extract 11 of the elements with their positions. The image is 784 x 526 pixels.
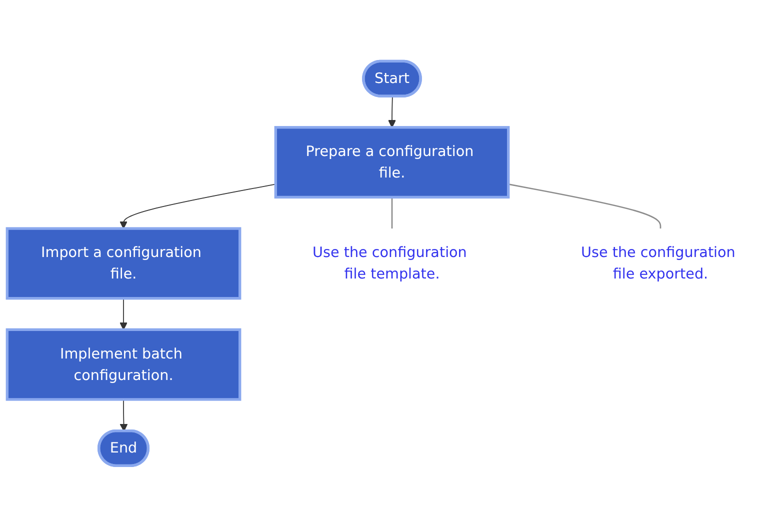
node-text: Use the configuration file template.	[312, 243, 467, 282]
arrow	[120, 398, 128, 432]
node-text: Use the configuration file exported.	[581, 243, 736, 282]
connector	[391, 196, 393, 228]
node-box: Implement batch configuration.	[6, 328, 242, 400]
connector	[508, 183, 662, 228]
arrow	[388, 96, 396, 128]
node-box: Import a configuration file.	[6, 226, 242, 300]
arrow	[120, 183, 276, 228]
arrow	[120, 297, 128, 330]
node-box: Prepare a configuration file.	[274, 126, 510, 198]
